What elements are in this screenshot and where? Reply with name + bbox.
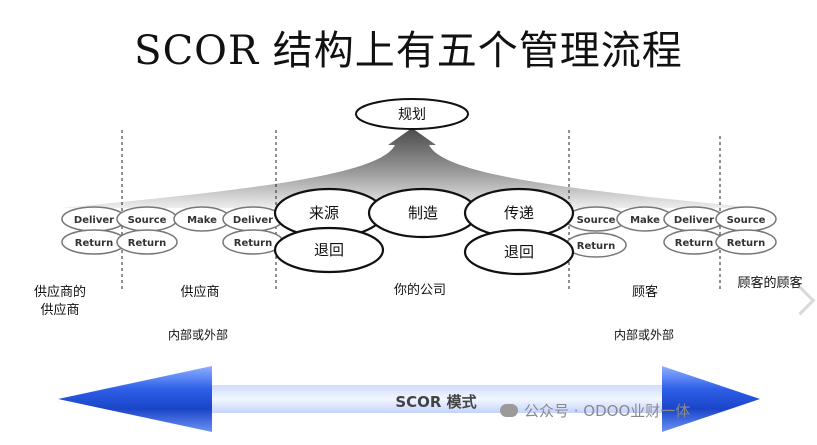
watermark-text: 公众号 · ODOO业财一体: [524, 402, 691, 420]
page-title: SCOR 结构上有五个管理流程: [134, 28, 683, 74]
chain-deliver-3: Deliver: [674, 215, 714, 226]
chain-return-3: Return: [234, 238, 272, 249]
return-left-label: 退回: [314, 241, 344, 259]
segment-customer: 顾客: [631, 285, 658, 300]
chain-deliver-2: Deliver: [233, 215, 273, 226]
plan-fan-arrow: [60, 128, 760, 208]
return-right-label: 退回: [504, 243, 534, 261]
chain-return-5: Return: [675, 238, 713, 249]
internal-external-right: 内部或外部: [613, 328, 674, 342]
scor-model-arrow: [58, 366, 760, 432]
wechat-icon: [500, 404, 518, 417]
chain-make-2: Make: [630, 215, 660, 226]
customer-chain-ovals: [565, 206, 777, 258]
chain-source-3: Source: [727, 215, 766, 226]
company-process-ovals: [273, 187, 575, 276]
internal-external-left: 内部或外部: [167, 328, 228, 342]
source-label: 来源: [309, 204, 339, 222]
segment-customers-customer: 顾客的顾客: [737, 276, 803, 291]
watermark: 公众号 · ODOO业财一体: [500, 400, 800, 422]
chain-source-1: Source: [128, 215, 167, 226]
scor-model-label: SCOR 模式: [395, 393, 476, 411]
chain-return-2: Return: [128, 238, 166, 249]
chain-return-1: Return: [75, 238, 113, 249]
chain-source-2: Source: [577, 215, 616, 226]
chain-return-4: Return: [577, 241, 615, 252]
plan-node: [355, 98, 469, 130]
segment-suppliers-supplier: 供应商的 供应商: [33, 285, 86, 318]
segment-your-company: 你的公司: [393, 283, 446, 298]
chain-deliver-1: Deliver: [74, 215, 114, 226]
segment-supplier: 供应商: [180, 285, 220, 300]
deliver-label: 传递: [504, 204, 534, 222]
chain-make-1: Make: [187, 215, 217, 226]
make-label: 制造: [408, 204, 438, 222]
plan-label: 规划: [398, 107, 426, 123]
supplier-chain-ovals: [61, 206, 284, 255]
chain-return-6: Return: [727, 238, 765, 249]
